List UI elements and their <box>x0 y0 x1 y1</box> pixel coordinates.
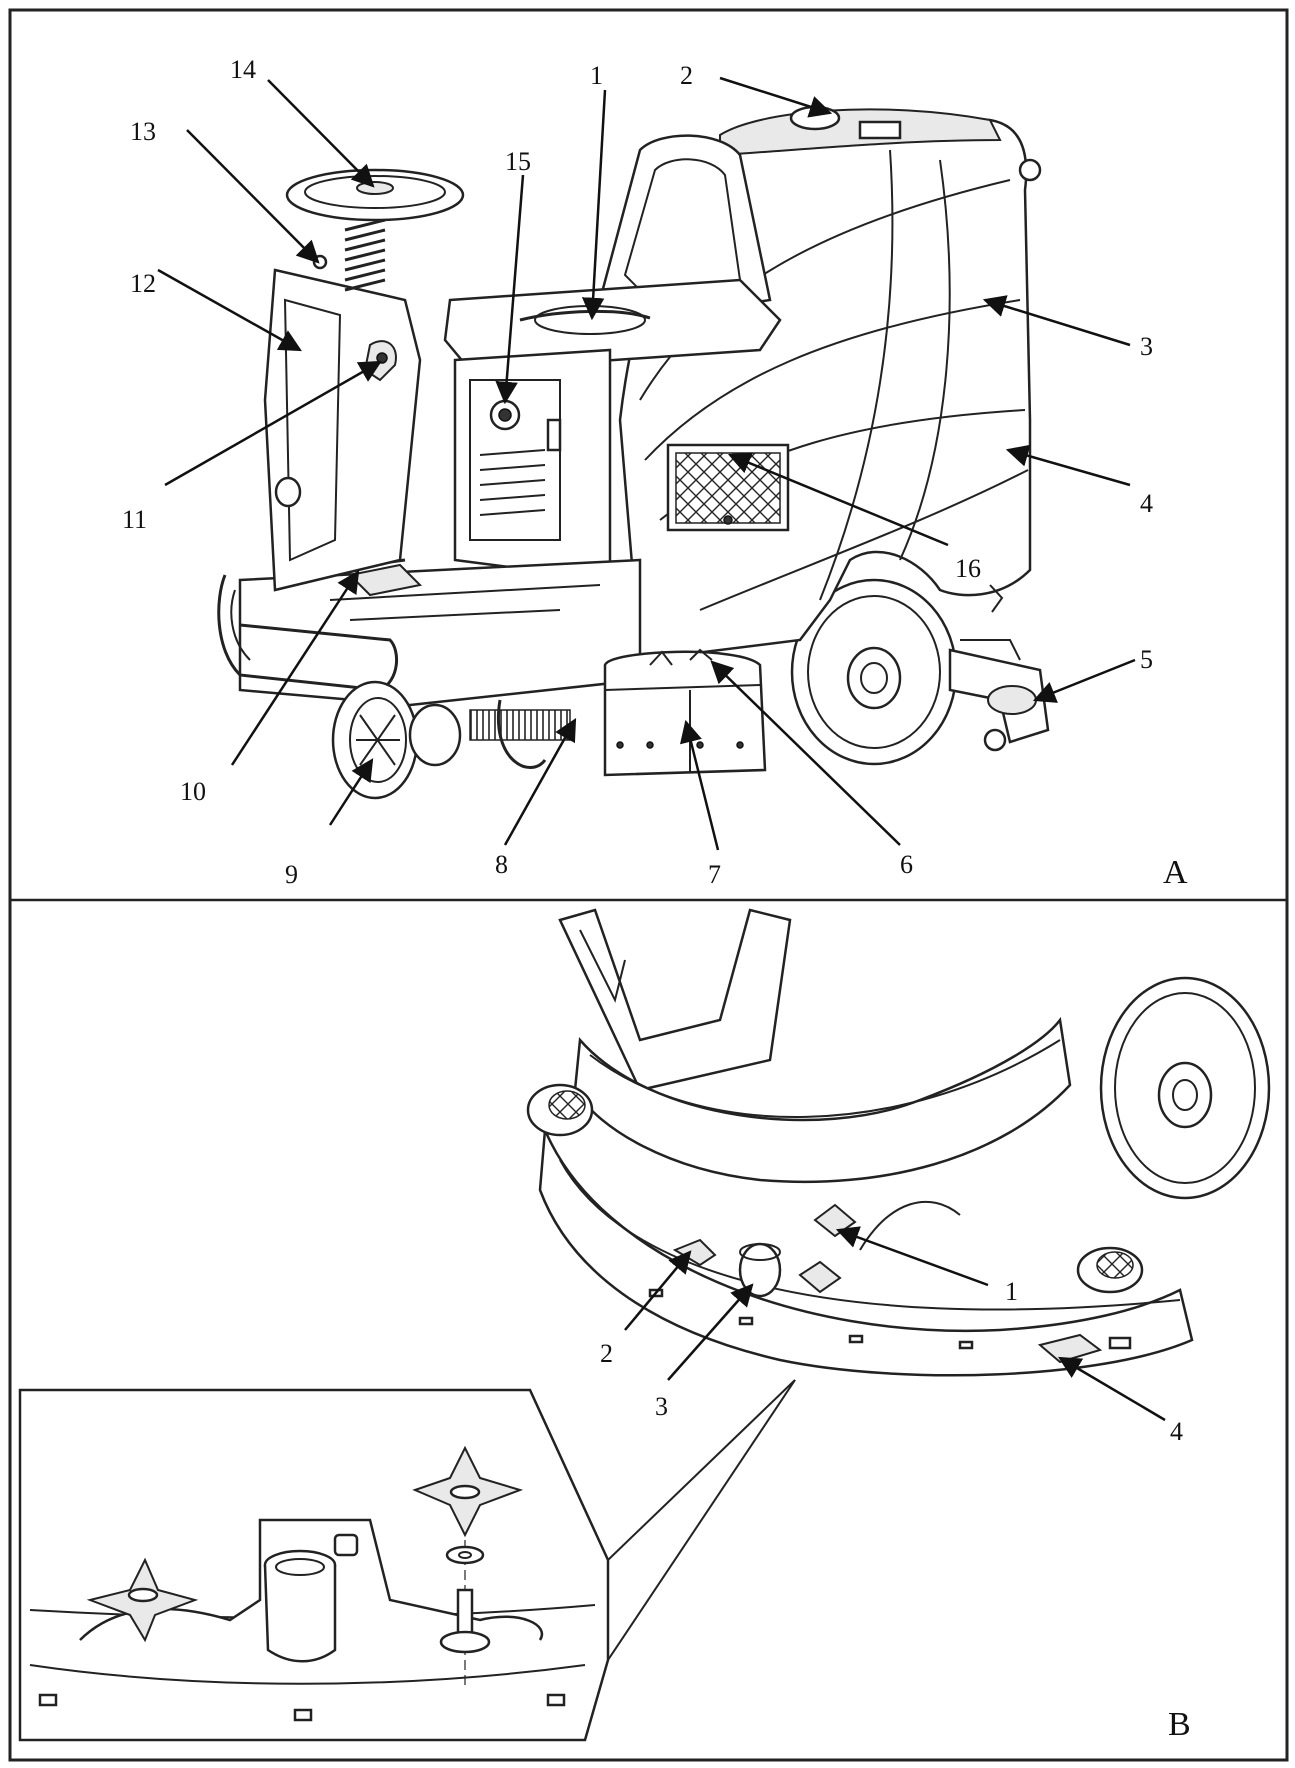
callout-b-4: 4 <box>1170 1417 1183 1446</box>
battery-compartment <box>453 348 612 582</box>
panel-b-drawing <box>526 908 1271 1377</box>
callout-b-3: 3 <box>655 1392 668 1421</box>
callout-a-5: 5 <box>1140 645 1153 674</box>
operator-seat <box>443 134 782 372</box>
panel-b-callout-arrows <box>624 1226 1166 1422</box>
callout-a-7: 7 <box>708 860 721 889</box>
panel-a-callout-arrows <box>157 76 1136 851</box>
b-rear-wheel <box>1099 976 1271 1200</box>
inset-detail <box>18 1388 610 1742</box>
callout-a-1: 1 <box>590 61 603 90</box>
callout-b-1: 1 <box>1005 1277 1018 1306</box>
callout-a-6: 6 <box>900 850 913 879</box>
panel-a-label: A <box>1163 854 1188 891</box>
steering-wheel <box>285 168 465 292</box>
callout-a-14: 14 <box>230 55 256 84</box>
callout-a-4: 4 <box>1140 489 1153 518</box>
callout-a-16: 16 <box>955 554 981 583</box>
callout-a-13: 13 <box>130 117 156 146</box>
callout-a-2: 2 <box>680 61 693 90</box>
callout-a-10: 10 <box>180 777 206 806</box>
callout-a-3: 3 <box>1140 332 1153 361</box>
figure-frame <box>8 8 1289 1762</box>
panel-b-label: B <box>1168 1706 1191 1743</box>
steering-column <box>263 254 422 592</box>
zoom-leader-lines <box>607 1379 796 1661</box>
panel-a-drawing <box>217 105 1050 800</box>
panel-a-callouts: 1 2 3 4 5 6 7 8 9 10 11 12 13 14 15 16 A <box>122 55 1188 891</box>
panel-b-callouts: 1 2 3 4 B <box>600 1277 1191 1743</box>
callout-a-15: 15 <box>505 147 531 176</box>
callout-a-8: 8 <box>495 850 508 879</box>
squeegee-assembly <box>948 639 1050 752</box>
callout-a-9: 9 <box>285 860 298 889</box>
callout-a-11: 11 <box>122 505 147 534</box>
callout-b-2: 2 <box>600 1339 613 1368</box>
callout-a-12: 12 <box>130 269 156 298</box>
chassis-deck <box>217 558 642 707</box>
